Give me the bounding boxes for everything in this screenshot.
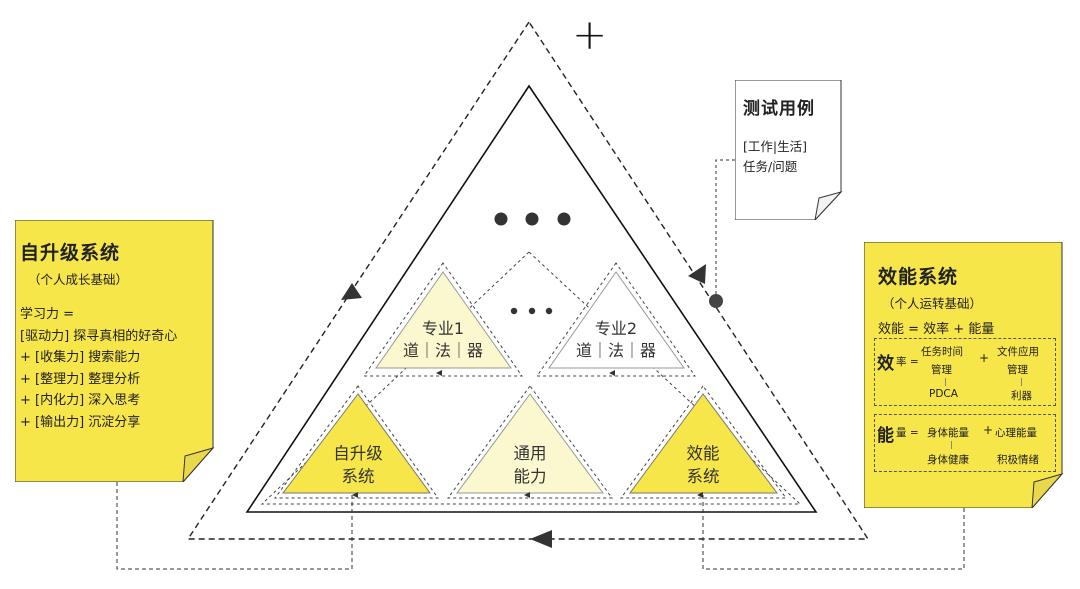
specialty2-label: 专业2 道｜法｜器 [561,318,671,362]
energy-item1: 身体能量 [927,427,969,439]
efficiency-note: 效能系统 （个人运转基础） 效能 = 效率 + 能量 效 率 = 任务时间 管理… [864,242,1064,508]
energy-sub2: 积极情绪 [997,454,1039,466]
energy-plus: + [983,423,994,437]
self-upgrade-label: 自升级 系统 [308,442,408,488]
energy-item2: 心理能量 [995,427,1037,439]
energy-sub1: 身体健康 [927,454,969,466]
frame-arrow [352,492,358,498]
note-line: + [整理力] 整理分析 [20,371,141,387]
rate-item1-line1: 任务时间 [921,346,963,358]
self-upgrade-note: 自升级系统 （个人成长基础） 学习力 = [驱动力] 探寻真相的好奇心 + [收… [15,220,215,482]
efficiency-line2: 系统 [686,467,720,486]
test-case-card: 测试用例 [工作|生活] 任务/问题 [735,80,843,220]
specialty1-title: 专业1 [421,319,465,338]
general-line1: 通用 [513,444,547,463]
energy-equals: 量 = [896,427,919,439]
card-line: [工作|生活] [743,139,807,154]
connector-tick [951,441,952,449]
connector-test-card [715,159,735,300]
note-line: + [内化力] 深入思考 [20,393,141,408]
general-line2: 能力 [513,467,547,486]
specialty2-frame [536,262,696,377]
note-line: + [输出力] 沉淀分享 [20,414,141,430]
ellipsis-dot-small [510,307,518,315]
specialty2-title: 专业2 [594,319,638,338]
rate-item2-line2: 管理 [1007,364,1028,376]
specialty1-label: 专业1 道｜法｜器 [388,318,498,362]
ellipsis-dot [494,212,508,226]
note-subtitle: （个人成长基础） [28,272,129,287]
specialty2-subtitle: 道｜法｜器 [575,341,656,360]
connector-tick [1021,378,1022,386]
connector-tick [945,378,946,386]
note-line: + [收集力] 搜索能力 [20,350,141,365]
ellipsis-dot [557,212,571,226]
note-title: 自升级系统 [20,242,121,264]
test-input-dot [709,294,723,308]
ellipsis-dot [525,212,539,226]
efficiency-system-label: 效能 系统 [653,442,753,488]
specialty1-frame [363,262,523,377]
plus-symbol: + [572,10,608,59]
efficiency-formula: 效能 = 效率 + 能量 [878,322,995,337]
rate-item2-line1: 文件应用 [997,346,1039,358]
frame-arrow [436,370,442,376]
energy-big-char: 能 [877,426,894,446]
sticky-note-shape [864,242,1064,508]
loop-arrow-left [341,283,362,300]
ellipsis-dot-small [545,307,553,315]
ellipsis-dot-small [528,307,536,315]
efficiency-triangle [629,393,778,494]
specialty1-triangle [375,271,512,369]
rate-sub2: 利器 [1011,390,1032,402]
note-line: [驱动力] 探寻真相的好奇心 [20,328,178,344]
card-shape [735,80,843,220]
rate-equals: 率 = [896,356,919,368]
frame-arrow [609,370,615,376]
specialty2-triangle [548,271,685,369]
main-triangle [245,84,818,513]
efficiency-frame [620,385,787,499]
rate-plus: + [979,351,990,365]
loop-arrow-right [688,264,706,284]
rate-big-char: 效 [877,354,894,374]
note-line: 学习力 = [20,307,75,322]
general-ability-label: 通用 能力 [480,442,580,488]
general-frame [447,385,613,499]
frame-arrow [524,492,530,498]
note-title: 效能系统 [878,266,959,288]
efficiency-rate-box: 效 率 = 任务时间 管理 + 文件应用 管理 PDCA 利器 [874,338,1056,406]
card-line: 任务/问题 [743,159,798,174]
sticky-note-shape [15,220,215,482]
connector-right [702,492,965,570]
self-upgrade-line2: 系统 [341,467,375,486]
inner-dashed-border [260,251,802,505]
rate-sub1: PDCA [929,388,958,400]
efficiency-line1: 效能 [686,444,720,463]
frame-arrow [697,492,703,498]
connector-left [116,482,353,570]
energy-box: 能 量 = 身体能量 + 心理能量 身体健康 积极情绪 [874,414,1056,472]
loop-arrow-bottom [530,530,552,548]
note-subtitle: （个人运转基础） [882,296,983,311]
card-title: 测试用例 [743,99,815,119]
rate-item1-line2: 管理 [931,364,952,376]
self-upgrade-line1: 自升级 [333,444,383,463]
specialty1-subtitle: 道｜法｜器 [402,341,483,360]
